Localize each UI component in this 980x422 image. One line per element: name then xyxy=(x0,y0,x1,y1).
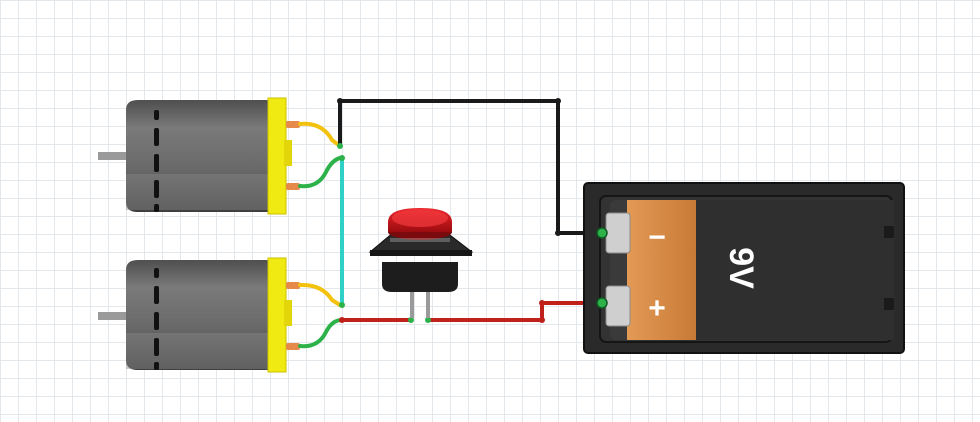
dc-motor-bottom[interactable] xyxy=(98,257,300,373)
motor-terminal[interactable] xyxy=(286,343,300,350)
motor-end-cap xyxy=(267,97,287,215)
motor-terminal[interactable] xyxy=(286,183,300,190)
push-button[interactable] xyxy=(368,208,474,318)
wire-red[interactable] xyxy=(426,301,604,322)
motor-terminal[interactable] xyxy=(286,282,300,289)
dc-motor-top[interactable] xyxy=(98,97,300,215)
button-base xyxy=(382,262,458,292)
wire-joints xyxy=(337,98,561,323)
button-leg xyxy=(426,282,430,318)
battery-holder[interactable]: − + 9V xyxy=(583,182,905,354)
motor-shaft xyxy=(98,312,126,320)
motor-terminal[interactable] xyxy=(286,121,300,128)
battery-terminal-minus[interactable] xyxy=(605,212,631,254)
motor-body xyxy=(126,260,272,370)
holder-pin-plus[interactable] xyxy=(596,297,608,309)
button-leg xyxy=(410,282,414,318)
wire-yellow[interactable] xyxy=(298,282,342,307)
battery-terminal-plus[interactable] xyxy=(605,285,631,327)
wire-green[interactable] xyxy=(298,318,344,349)
motor-body-highlight xyxy=(126,174,272,210)
holder-pin-minus[interactable] xyxy=(596,227,608,239)
motor-end-cap xyxy=(267,257,287,373)
wire-yellow[interactable] xyxy=(298,121,342,148)
battery-label-band xyxy=(627,200,696,340)
motor-body xyxy=(126,100,272,212)
motor-shaft xyxy=(98,152,126,160)
battery-voltage-label: 9V xyxy=(722,247,760,289)
wire-green[interactable] xyxy=(298,156,342,189)
motor-body-highlight xyxy=(126,333,272,369)
battery-minus-label: − xyxy=(648,221,666,254)
wire-black[interactable] xyxy=(338,99,604,235)
battery-plus-label: + xyxy=(648,292,666,325)
